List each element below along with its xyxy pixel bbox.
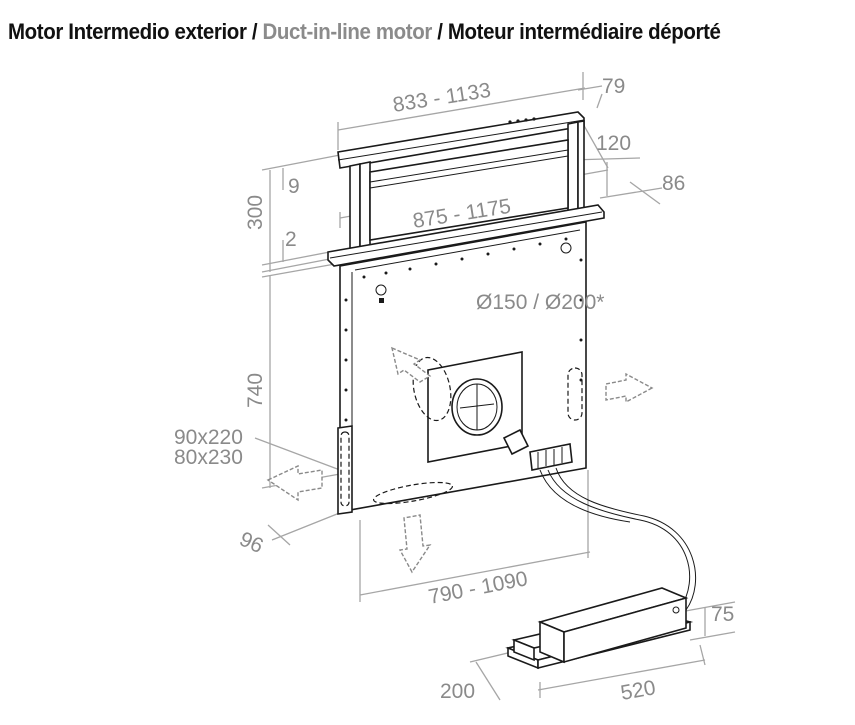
page-title: Motor Intermedio exterior / Duct-in-line… [8,18,721,46]
downdraft-hood [327,111,605,515]
title-english: Duct-in-line motor [262,19,432,44]
dim-duct-diameter: Ø150 / Ø200* [476,291,604,314]
airflow-arrow-down-icon [398,514,432,574]
airflow-arrow-left-icon [266,464,323,502]
dim-bottom-gap: 2 [285,228,297,251]
motor-cable [539,467,697,611]
dim-top-width: 833 - 1133 [391,79,492,117]
airflow-arrow-intake-icon [391,346,432,383]
title-separator: / [431,19,448,44]
dim-rise: 300 [244,195,267,230]
dim-outlet-2: 80x230 [174,446,243,469]
dim-top-gap: 9 [288,175,300,198]
title-spanish: Motor Intermedio exterior / [8,19,263,44]
dim-bottom-depth: 96 [236,528,267,559]
remote-motor-unit [505,587,694,670]
dim-motor-depth: 200 [440,680,475,703]
airflow-arrow-right-icon [605,372,654,404]
dim-outlet-1: 90x220 [174,426,243,449]
dim-body-height: 740 [244,373,267,408]
airflow-arrows [266,346,654,574]
dim-motor-height: 75 [711,603,734,626]
dim-side-depth: 120 [596,132,631,155]
title-french: Moteur intermédiaire déporté [447,19,721,44]
dim-motor-length: 520 [619,676,658,705]
dim-top-depth: 79 [602,75,625,98]
dim-lower-depth: 86 [662,172,685,195]
